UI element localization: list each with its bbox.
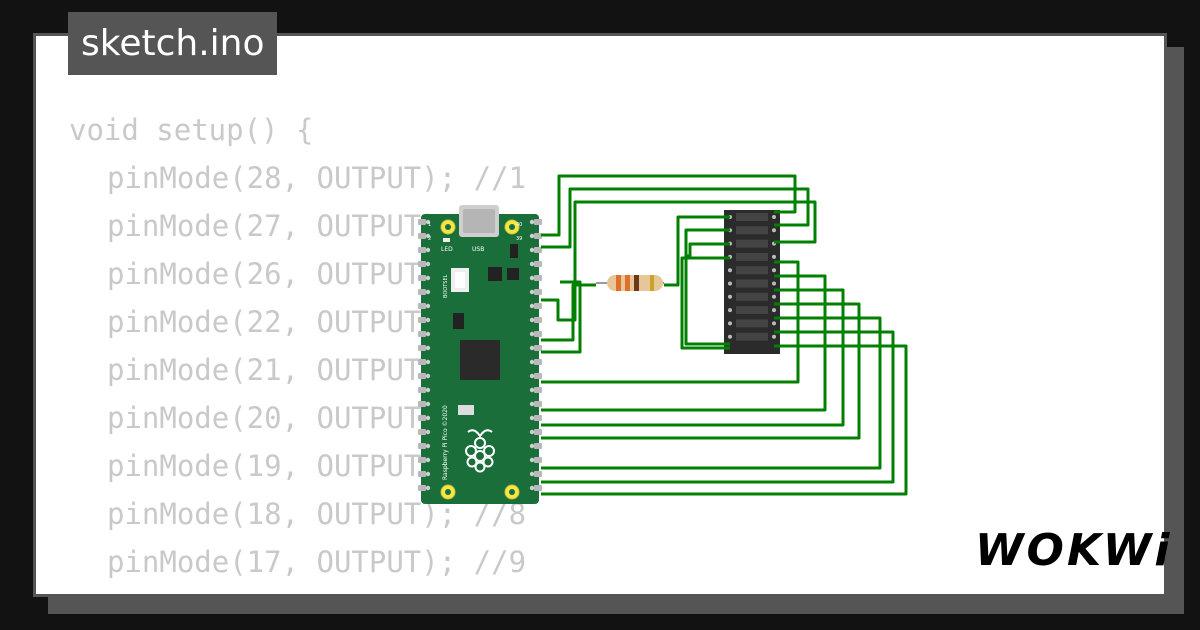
pin [418,317,426,323]
code-line: void setup() { [69,113,314,147]
wire [541,187,810,249]
pin [534,247,542,253]
pin [534,219,542,225]
code-line: pinMode(28, OUTPUT); //1 [107,161,527,195]
led-segment [736,332,768,341]
pin [418,289,426,295]
pin-number: 1 [428,222,431,228]
wire [684,228,730,282]
led-segment [736,319,768,328]
raspberry-logo-icon [465,429,495,473]
board-name: Raspberry Pi Pico ©2020 [442,405,449,480]
led-segment [736,306,768,315]
pin [534,359,542,365]
pin [534,387,542,393]
pin [418,457,426,463]
wire [684,242,730,346]
pin [418,429,426,435]
pin [534,317,542,323]
wires [541,174,908,496]
pin [418,331,426,337]
pin [418,275,426,281]
pin [418,471,426,477]
wire [541,283,596,342]
pin-number: 2 [428,236,431,242]
pin [418,443,426,449]
led-segment [736,292,768,301]
led-segment [736,252,768,261]
pin [534,485,542,491]
code-line: pinMode(16, OUTPUT); //10 [69,586,544,594]
pin [418,247,426,253]
wire [541,316,882,470]
pin [534,415,542,421]
wire [541,344,908,496]
pin [534,443,542,449]
pin [534,261,542,267]
pin-number: 40 [516,222,522,228]
pin [534,373,542,379]
pin [418,485,426,491]
wire [541,260,800,384]
led-label: LED [441,246,453,253]
pin [418,387,426,393]
wire [541,302,861,440]
led-segment [736,279,768,288]
pico-board[interactable]: LED USB 1 2 40 39 BOOTSEL Raspberry Pi P… [418,205,542,504]
file-tab[interactable]: sketch.ino [68,12,278,75]
wire [664,215,730,287]
pin [418,359,426,365]
pin [534,275,542,281]
pin [534,289,542,295]
wire [541,280,582,354]
pin [418,345,426,351]
pin [534,457,542,463]
bootsel-label: BOOTSEL [443,274,449,298]
pin [418,415,426,421]
pin [534,429,542,435]
wire [541,174,797,237]
usb-label: USB [472,246,484,253]
led-bar-graph[interactable] [724,210,780,354]
wire [541,274,827,412]
pin [418,261,426,267]
pin [534,303,542,309]
led-segment [736,266,768,275]
pin-number: 39 [516,236,522,242]
pin [534,401,542,407]
resistor[interactable] [596,275,664,291]
pin [534,233,542,239]
wire [680,256,730,350]
pin [534,345,542,351]
wire [541,200,817,322]
pin [418,373,426,379]
wokwi-logo: WOKWi [975,525,1173,576]
wire [541,330,895,484]
rp2040-chip [460,340,500,380]
pin [418,219,426,225]
pin [418,233,426,239]
pin [418,303,426,309]
wire [541,288,845,427]
pin [534,331,542,337]
pin [418,401,426,407]
led-segment [736,239,768,248]
pin [534,471,542,477]
code-line: pinMode(17, OUTPUT); //9 [107,545,527,579]
led-segment [736,213,768,221]
led-segment [736,226,768,235]
